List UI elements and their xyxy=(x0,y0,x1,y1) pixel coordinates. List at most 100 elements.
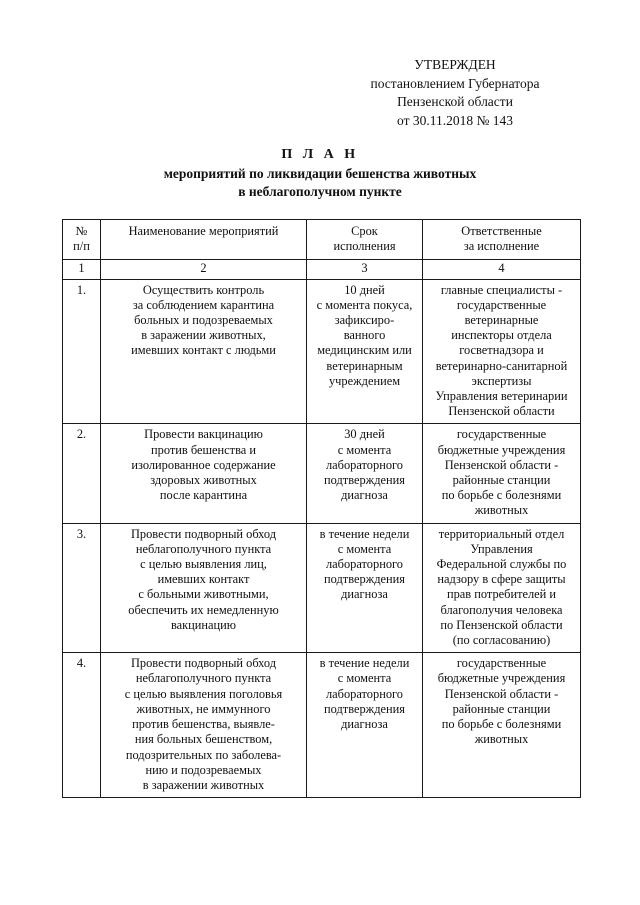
cell-line: надзору в сфере защиты xyxy=(437,572,566,587)
cell-line: 2. xyxy=(76,427,87,442)
cell-line: Провести подворный обход xyxy=(130,656,277,671)
title-line-3: в неблагополучном пункте xyxy=(238,184,402,199)
approval-line-1: УТВЕРЖДЕН xyxy=(414,57,496,72)
cell-line: учреждением xyxy=(328,373,401,388)
column-number-4: 4 xyxy=(422,259,581,280)
cell-line: Управления xyxy=(470,541,533,556)
cell-line: 1. xyxy=(76,282,87,297)
title-plan-word: П Л А Н xyxy=(281,147,359,162)
cell-line: Федеральной службы по xyxy=(436,557,567,572)
cell-line: за исполнение xyxy=(463,239,540,254)
cell-line: диагноза xyxy=(341,488,388,503)
cell-line: с больными животными, xyxy=(138,587,269,602)
cell-line: № xyxy=(75,224,88,238)
cell-line: в течение недели xyxy=(319,526,410,541)
cell-line: благополучия человека xyxy=(440,602,563,617)
cell-line: (по согласованию) xyxy=(452,633,551,648)
cell-line: изолированное содержание xyxy=(131,457,276,472)
cell-line: подтверждения xyxy=(324,572,405,587)
cell-line: Провести вакцинацию xyxy=(144,427,263,442)
cell-line: территориальный отдел xyxy=(438,526,565,541)
row-index: 2. xyxy=(62,423,101,524)
cell-line: п/п xyxy=(73,239,90,254)
cell-line: нию и подозреваемых xyxy=(145,762,262,777)
column-number-1: 1 xyxy=(62,259,101,280)
cell-line: Пензенской области - xyxy=(444,457,559,472)
cell-line: государственные xyxy=(456,427,547,442)
cell-line: имевших контакт xyxy=(157,572,250,587)
cell-line: бюджетные учреждения xyxy=(437,442,566,457)
column-number-3: 3 xyxy=(306,259,423,280)
cell-line: в заражении животных, xyxy=(141,328,266,343)
cell-line: главные специалисты - xyxy=(440,282,563,297)
page-title: П Л А Н мероприятий по ликвидации бешенс… xyxy=(0,146,640,202)
cell-line: с момента покуса, xyxy=(316,297,413,312)
cell-line: Осуществить контроль xyxy=(142,282,265,297)
cell-line: подтверждения xyxy=(324,473,405,488)
row-index: 3. xyxy=(62,522,101,654)
cell-line: госветнадзора и xyxy=(459,343,544,358)
cell-line: животных, не иммунного xyxy=(136,701,271,716)
cell-line: по борьбе с болезнями xyxy=(441,717,562,732)
cell-line: бюджетные учреждения xyxy=(437,671,566,686)
cell-line: ветеринарным xyxy=(326,358,403,373)
cell-line: ветеринарно-санитарной xyxy=(435,358,568,373)
cell-line: подтверждения xyxy=(324,701,405,716)
cell-line: прав потребителей и xyxy=(446,587,557,602)
cell-line: медицинским или xyxy=(317,343,412,358)
cell-line: 2 xyxy=(200,261,207,276)
cell-line: с момента xyxy=(337,671,392,686)
cell-line: экспертизы xyxy=(471,373,532,388)
cell-line: Наименование мероприятий xyxy=(128,224,279,238)
cell-line: Управления ветеринарии xyxy=(435,389,568,404)
cell-line: диагноза xyxy=(341,587,388,602)
cell-line: 4. xyxy=(76,656,87,671)
cell-line: Ответственные xyxy=(461,224,542,238)
cell-line: животных xyxy=(474,732,529,747)
approval-line-3: Пензенской области xyxy=(397,94,513,109)
cell-line: зафиксиро- xyxy=(334,313,395,328)
cell-line: 10 дней xyxy=(344,282,385,297)
title-line-2: мероприятий по ликвидации бешенства живо… xyxy=(163,165,477,181)
cell-line: ния больных бешенством, xyxy=(134,732,273,747)
cell-line: животных xyxy=(474,503,529,518)
cell-line: ветеринарные xyxy=(464,313,539,328)
table-numbering-row: 1 2 3 4 xyxy=(62,259,581,280)
column-header-measure: Наименование мероприятий xyxy=(100,218,307,261)
cell-line: лабораторного xyxy=(326,686,403,701)
cell-line: против бешенства и xyxy=(151,442,256,457)
column-number-2: 2 xyxy=(100,259,307,280)
cell-line: вакцинацию xyxy=(170,617,237,632)
approval-block: УТВЕРЖДЕН постановлением Губернатора Пен… xyxy=(320,56,590,130)
cell-line: с целью выявления поголовья xyxy=(124,686,283,701)
cell-line: против бешенства, выявле- xyxy=(132,717,275,732)
cell-line: 3. xyxy=(76,526,87,541)
cell-line: ванного xyxy=(343,328,386,343)
cell-line: неблагополучного пункта xyxy=(135,671,272,686)
cell-line: с целью выявления лиц, xyxy=(140,557,267,572)
cell-line: здоровых животных xyxy=(150,473,257,488)
cell-line: Срок xyxy=(351,224,378,238)
cell-line: государственные xyxy=(456,656,547,671)
cell-line: 3 xyxy=(361,261,368,276)
row-index: 4. xyxy=(62,652,101,799)
cell-line: 1 xyxy=(78,261,85,276)
cell-line: государственные xyxy=(456,297,547,312)
row-index: 1. xyxy=(62,278,101,425)
